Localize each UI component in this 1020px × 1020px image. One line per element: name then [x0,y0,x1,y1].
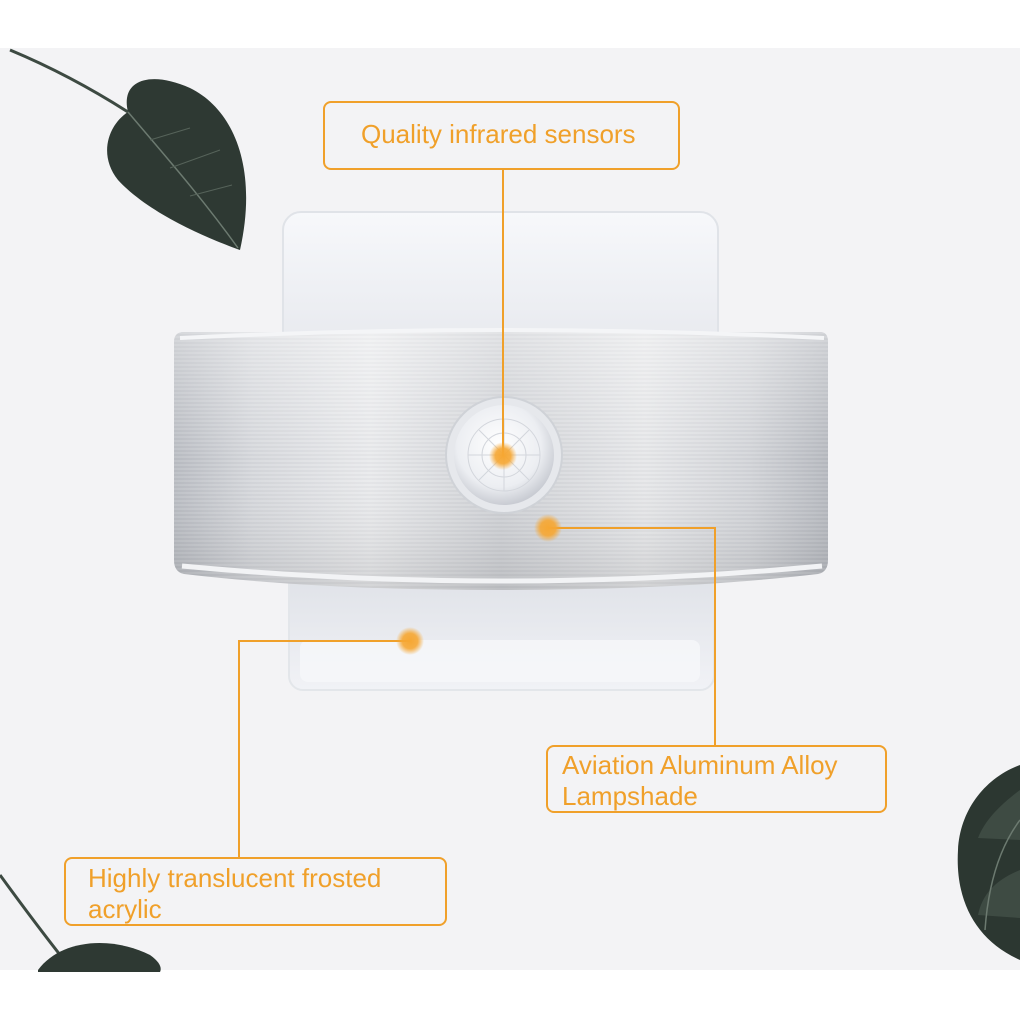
leaf-bottom-right [957,765,1020,960]
leaf-top-left [9,48,247,250]
leaf-bottom-left [0,874,161,972]
callout-frosted-acrylic: Highly translucent frosted acrylic [64,857,447,926]
callout-leaders [238,170,716,857]
callout-dots [396,442,562,655]
callout-infrared-sensors: Quality infrared sensors [323,101,680,170]
callout-aluminum-lampshade: Aviation Aluminum Alloy Lampshade [546,745,887,813]
